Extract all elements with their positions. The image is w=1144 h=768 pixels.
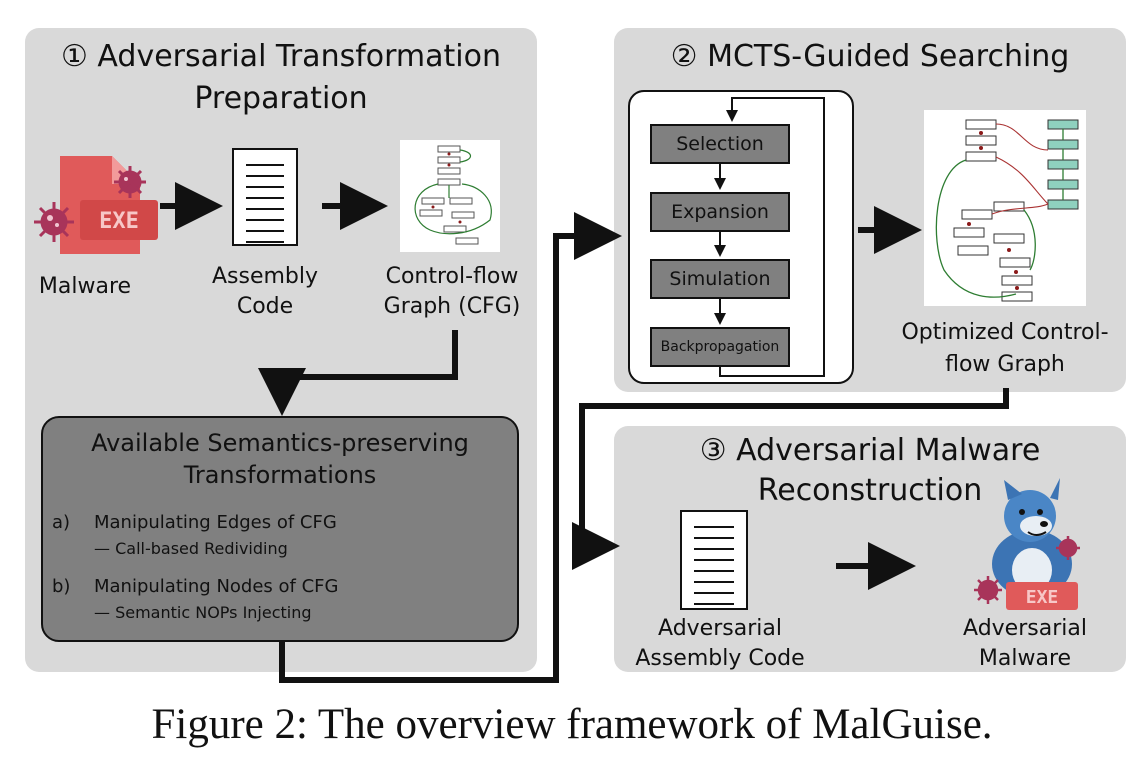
panel3-title-line2: Reconstruction [757,473,983,508]
adversarial-assembly-document-icon [680,510,748,610]
optimized-cfg-label-line1: Optimized Control- [901,320,1109,345]
mcts-step-selection: Selection [650,124,790,164]
mcts-step-expansion: Expansion [650,192,790,232]
transformation-b-text: Manipulating Nodes of CFG [94,576,339,597]
optimized-cfg-label-line2: flow Graph [945,352,1065,377]
adv-malware-label-line1: Adversarial [963,616,1087,641]
transformation-b-sub: — Semantic NOPs Injecting [94,603,312,622]
arrow-optimized-cfg-to-adv-assembly [572,388,1009,570]
assembly-document-icon [232,148,298,246]
malware-exe-badge: EXE [99,209,139,234]
transformations-title-line2: Transformations [183,461,377,489]
figure-caption: Figure 2: The overview framework of MalG… [151,701,993,748]
arrow-cfg-to-transformations [258,330,458,416]
assembly-label-line1: Assembly [211,264,319,289]
arrow-backprop-loop [719,97,825,377]
wolf-mascot-icon: EXE [974,478,1080,610]
optimized-cfg-graph-icon [924,110,1086,306]
malware-label: Malware [38,274,132,299]
panel1-title-line2: Preparation [194,81,368,116]
cfg-label-line2: Graph (CFG) [383,294,521,319]
panel3-title-line1: ③ Adversarial Malware [699,433,1041,468]
adv-assembly-label-line2: Assembly Code [635,646,805,671]
transformations-title-line1: Available Semantics-preserving [91,429,469,457]
transformation-b-marker: b) [52,576,71,597]
transformation-a-text: Manipulating Edges of CFG [94,512,337,533]
arrow-transformations-to-mcts [279,212,622,683]
cfg-label-line1: Control-flow [385,264,519,289]
panel2-title: ② MCTS-Guided Searching [670,39,1070,74]
malware-file-icon: EXE [34,156,158,254]
cfg-graph-icon [400,140,500,252]
panel1-title-line1: ① Adversarial Transformation [60,39,502,74]
mcts-step-backpropagation: Backpropagation [650,327,790,367]
adv-malware-exe-badge: EXE [1026,587,1059,608]
transformations-box [41,416,519,642]
transformation-a-sub: — Call-based Redividing [94,539,288,558]
adv-malware-label-line2: Malware [978,646,1072,671]
assembly-label-line2: Code [236,294,294,319]
adv-assembly-label-line1: Adversarial [658,616,782,641]
mcts-step-simulation: Simulation [650,259,790,299]
transformation-a-marker: a) [52,512,71,533]
